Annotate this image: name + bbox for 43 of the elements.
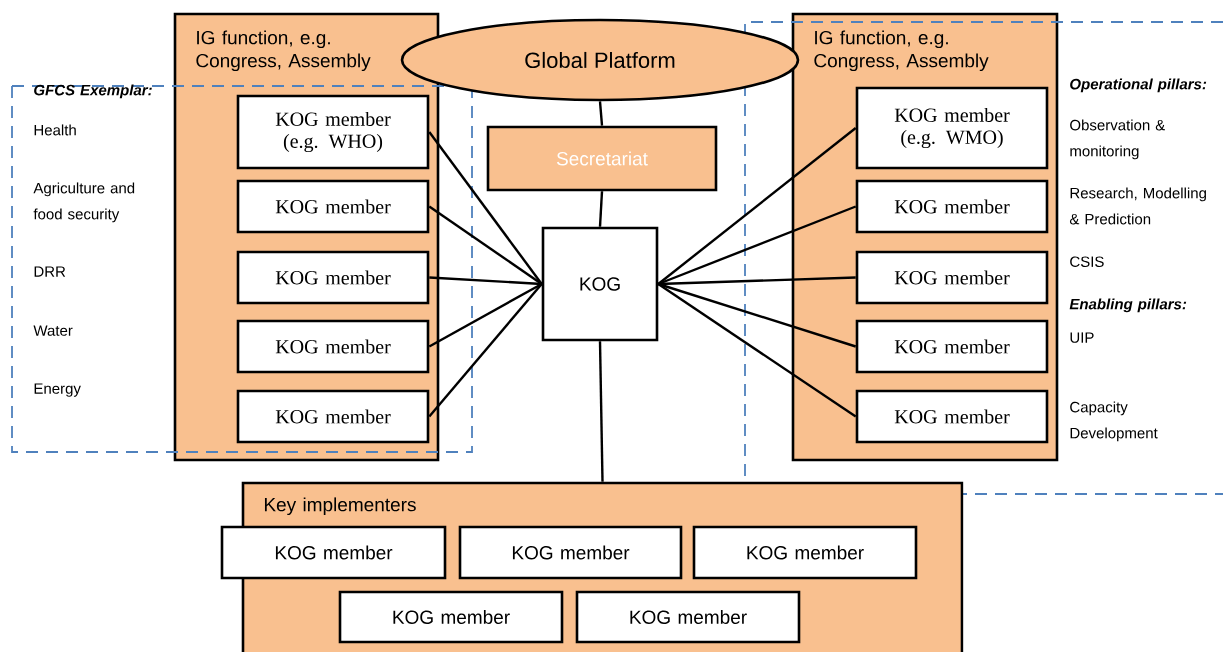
connector-line (428, 131, 543, 285)
member-box: KOG (541, 226, 659, 342)
member-box: KOG member (855, 389, 1049, 444)
list-item: Observation & monitoring (1070, 119, 1165, 160)
heading-text: GFCS Exemplar: (34, 84, 152, 99)
connector-line (657, 205, 857, 286)
connector-line (429, 276, 542, 286)
connector-line (428, 283, 543, 418)
member-box: KOG member (692, 525, 918, 580)
list-item: Agriculture and food security (33, 182, 135, 223)
list-item: Health (34, 124, 76, 136)
list-item: CSIS (1070, 256, 1104, 268)
member-box: KOG member (236, 319, 430, 374)
heading-text: Enabling pillars: (1069, 298, 1187, 313)
connector-line (428, 282, 543, 348)
list-item: DRR (34, 266, 66, 277)
member-box: KOG member (e.g. WHO) (236, 94, 430, 170)
member-box: KOG member (575, 590, 801, 644)
member-box: KOG member (855, 319, 1049, 374)
connector-line (428, 205, 543, 285)
list-item: Research, Modelling & Prediction (1069, 187, 1206, 225)
connector-line (658, 276, 856, 286)
connector-line (598, 341, 604, 482)
list-item: UIP (1070, 332, 1094, 343)
list-item: Water (33, 325, 73, 336)
member-box: KOG member (236, 179, 430, 234)
connector-line (657, 282, 857, 348)
member-box: KOG member (e.g. WMO) (855, 86, 1049, 170)
connector-line (657, 283, 857, 418)
member-box: KOG member (458, 525, 683, 580)
heading-text: Operational pillars: (1070, 78, 1207, 93)
secretariat-box: Secretariat (486, 125, 718, 192)
connector-line (598, 101, 604, 126)
member-box: KOG member (220, 525, 447, 580)
member-box: KOG member (236, 389, 430, 444)
list-item: Energy (34, 383, 81, 397)
member-box: KOG member (338, 590, 564, 644)
connector-line (598, 191, 604, 227)
list-item: Capacity Development (1070, 401, 1158, 442)
member-box: KOG member (236, 250, 430, 305)
connector-line (657, 127, 857, 285)
member-box: KOG member (855, 179, 1049, 234)
member-box: KOG member (855, 250, 1049, 305)
